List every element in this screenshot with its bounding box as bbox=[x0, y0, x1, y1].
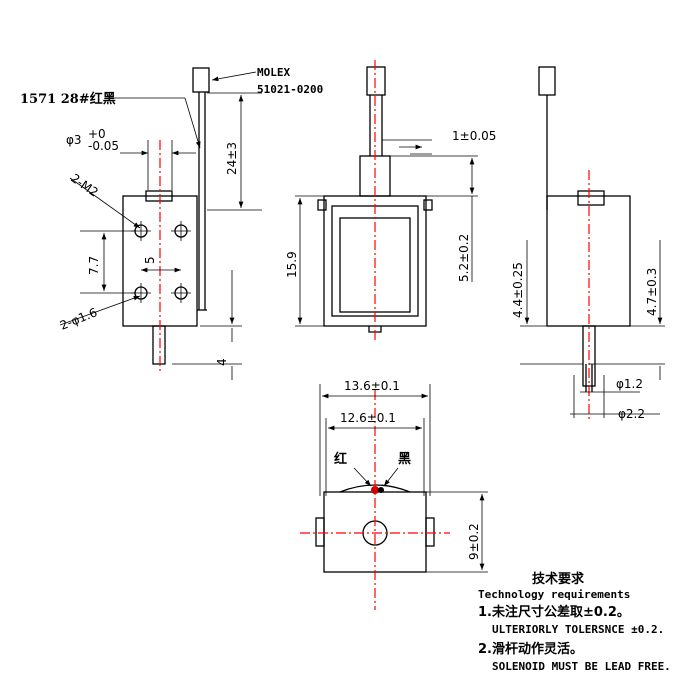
wire-red-label: 红 bbox=[334, 451, 347, 467]
dim-side-4-7: 4.7±0.3 bbox=[645, 268, 659, 316]
dim-shaft-tol-lower: -0.05 bbox=[88, 139, 119, 153]
shaft-bottom bbox=[152, 325, 166, 365]
wire-black-label: 黑 bbox=[398, 452, 411, 467]
note2-cn: 2.滑杆动作灵活。 bbox=[478, 641, 583, 657]
dim-shaft-dia: φ3 bbox=[66, 133, 82, 147]
dim-shaft-ext: 4 bbox=[215, 358, 229, 366]
connector-name: MOLEX bbox=[257, 66, 290, 79]
dim-side-4-4: 4.4±0.25 bbox=[511, 262, 525, 318]
side-view-left bbox=[122, 67, 210, 365]
dim-thread: 2-M2 bbox=[68, 171, 101, 200]
connector-part: 51021-0200 bbox=[257, 83, 323, 96]
note1-en: ULTERIORLY TOLERSNCE ±0.2. bbox=[492, 623, 664, 636]
side-view-right bbox=[538, 66, 631, 392]
note1-cn: 1.未注尺寸公差取±0.2。 bbox=[478, 604, 630, 620]
part-label: 1571 28#红黑 bbox=[20, 91, 116, 107]
dim-pin-large: φ2.2 bbox=[618, 407, 645, 421]
dim-hole-hspacing: 5 bbox=[143, 256, 157, 264]
dim-stroke-pos: 5.2±0.2 bbox=[457, 234, 471, 282]
dim-holes: 2-φ1.6 bbox=[58, 305, 99, 333]
dim-shaft-tol-upper: +0 bbox=[88, 127, 106, 141]
dim-height: 15.9 bbox=[285, 251, 299, 278]
dim-plunger-gap: 1±0.05 bbox=[452, 129, 496, 143]
notes-heading-cn: 技术要求 bbox=[532, 571, 585, 587]
notes-heading-en: Technology requirements bbox=[478, 588, 630, 601]
connector-housing bbox=[192, 67, 210, 93]
dim-wire-len: 24±3 bbox=[225, 142, 239, 175]
dim-bottom-height: 9±0.2 bbox=[467, 523, 481, 560]
dim-hole-vspacing: 7.7 bbox=[87, 256, 101, 275]
dim-width-outer: 13.6±0.1 bbox=[344, 379, 400, 393]
note2-en: SOLENOID MUST BE LEAD FREE. bbox=[492, 660, 671, 673]
dim-pin-small: φ1.2 bbox=[616, 377, 643, 391]
dim-width-inner: 12.6±0.1 bbox=[340, 411, 396, 425]
